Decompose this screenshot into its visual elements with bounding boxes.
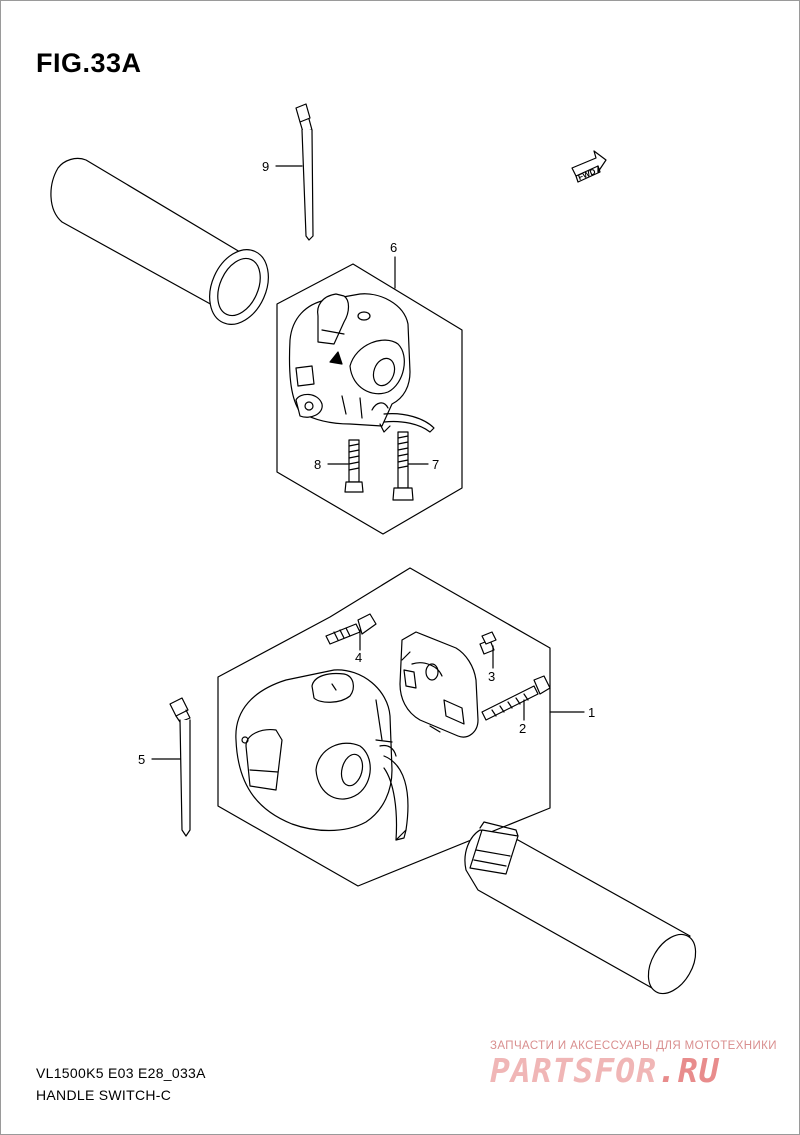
screw-8: [344, 439, 364, 493]
screw-3: [479, 631, 497, 655]
watermark-logo: PARTSFOR.RU: [490, 1051, 720, 1090]
figure-title: FIG.33A: [36, 48, 142, 78]
cable-tie-9: [295, 103, 314, 241]
fwd-direction-icon: [571, 150, 607, 183]
group-outline-6: [276, 263, 463, 535]
watermark-logo-main: PARTSFOR: [490, 1051, 657, 1090]
callout-4: 4: [355, 650, 362, 665]
callout-8: 8: [314, 457, 321, 472]
right-handle-switch-6: [288, 293, 435, 433]
watermark-caption: ЗАПЧАСТИ И АКСЕССУАРЫ ДЛЯ МОТОТЕХНИКИ: [490, 1040, 777, 1052]
callout-6: 6: [390, 240, 397, 255]
throttle-grip: [464, 821, 697, 995]
holder-bracket: [399, 631, 479, 738]
watermark-logo-tld: .RU: [656, 1051, 720, 1090]
callout-7: 7: [432, 457, 439, 472]
screw-2: [481, 675, 551, 721]
callout-9: 9: [262, 159, 269, 174]
section-name: HANDLE SWITCH-C: [36, 1087, 172, 1103]
callout-1: 1: [588, 705, 595, 720]
callout-5: 5: [138, 752, 145, 767]
callout-2: 2: [519, 721, 526, 736]
screw-7: [392, 431, 414, 501]
group-outline-1: [217, 567, 551, 887]
screw-4: [325, 613, 377, 645]
left-handle-switch-1: [235, 669, 409, 841]
model-code: VL1500K5 E03 E28_033A: [36, 1065, 206, 1081]
callout-3: 3: [488, 669, 495, 684]
cable-tie-5: [169, 697, 191, 837]
left-handlebar-grip: [50, 157, 269, 325]
